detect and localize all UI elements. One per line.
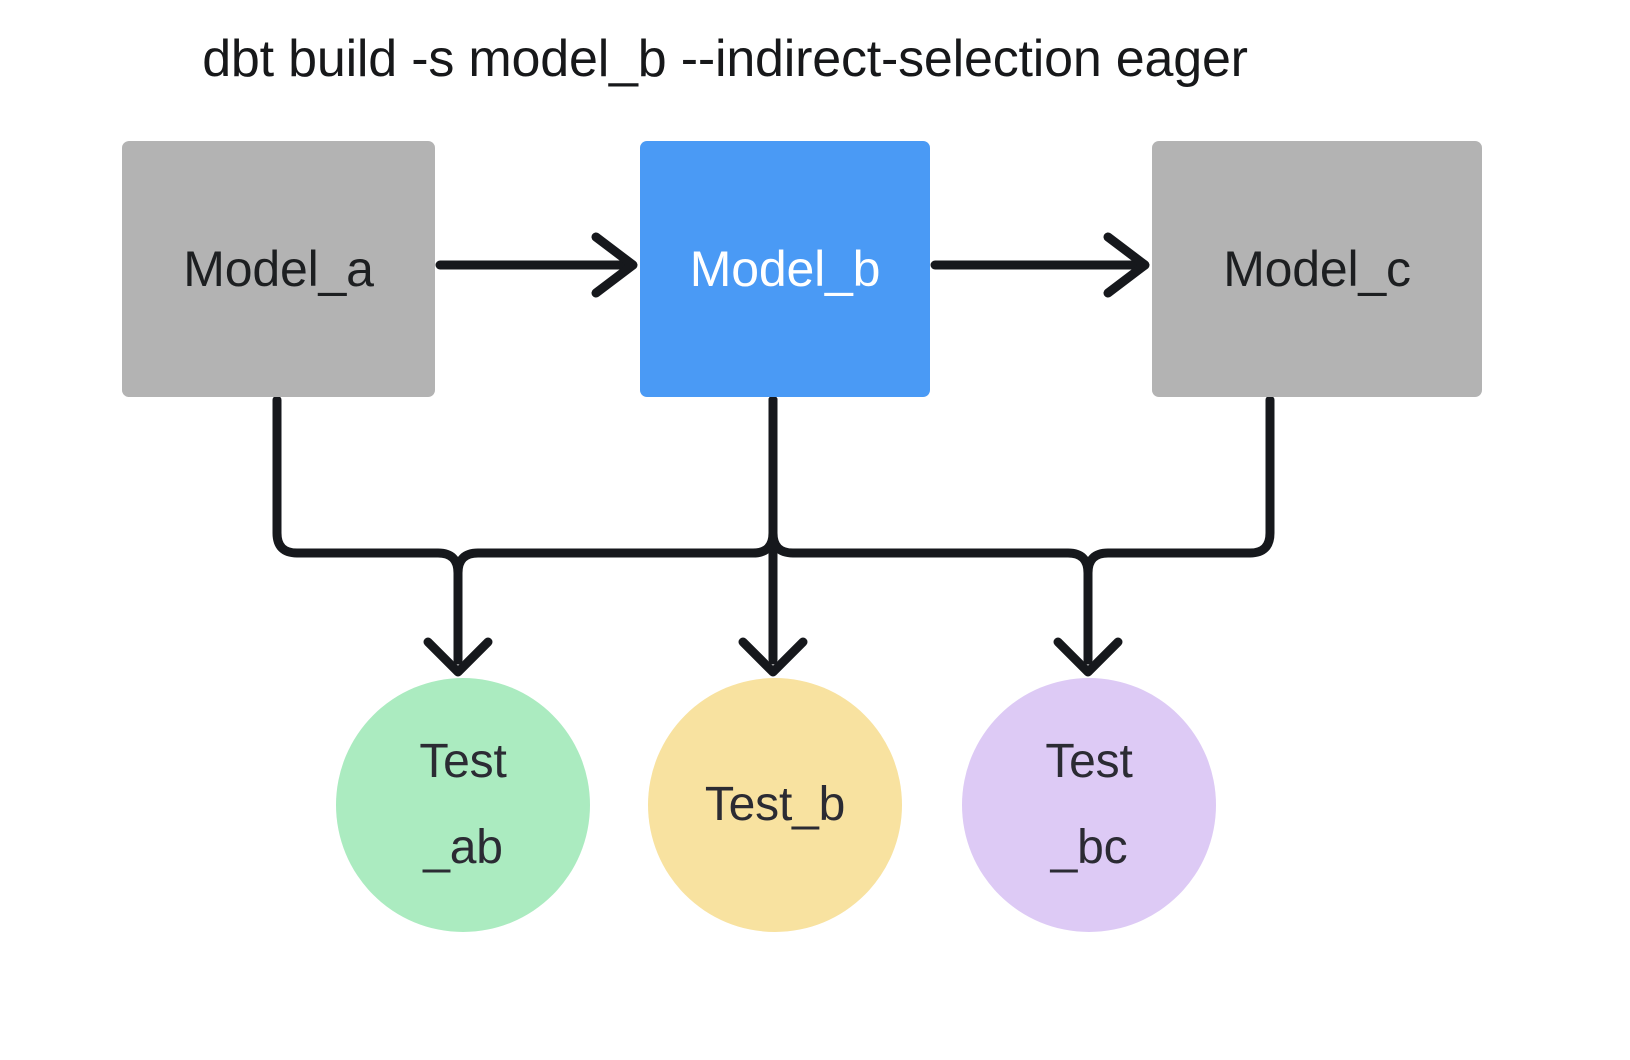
node-model-c[interactable]: Model_c [1152,141,1482,397]
node-test-b-label-line1: Test_b [704,778,846,831]
node-test-bc[interactable]: Test _bc [962,678,1216,932]
node-test-ab[interactable]: Test _ab [336,678,590,932]
node-test-ab-label-line1: Test [419,735,507,788]
node-model-b-label: Model_b [689,241,881,297]
node-test-ab-label-line2: _ab [423,821,503,874]
node-test-b[interactable]: Test_b [648,678,902,932]
edge-model-b-to-test-ab [453,395,778,665]
edge-model-a-to-test-ab [272,395,463,665]
edge-model-b-to-test-bc [768,395,1093,665]
arrowhead-test-bc [1053,637,1123,677]
edge-model-b-to-test-b [738,395,808,677]
node-model-c-label: Model_c [1223,241,1411,297]
edge-model-c-to-test-bc [1083,395,1275,665]
diagram-title: dbt build -s model_b --indirect-selectio… [202,30,1248,88]
edge-model-b-to-model-c [930,232,1150,298]
node-model-a[interactable]: Model_a [122,141,435,397]
node-model-a-label: Model_a [183,241,374,297]
node-model-b[interactable]: Model_b [640,141,930,397]
arrowhead-test-ab [423,637,493,677]
edge-model-a-to-model-b [435,232,638,298]
node-test-bc-label-line2: _bc [1050,821,1128,874]
node-test-bc-label-line1: Test [1045,735,1133,788]
